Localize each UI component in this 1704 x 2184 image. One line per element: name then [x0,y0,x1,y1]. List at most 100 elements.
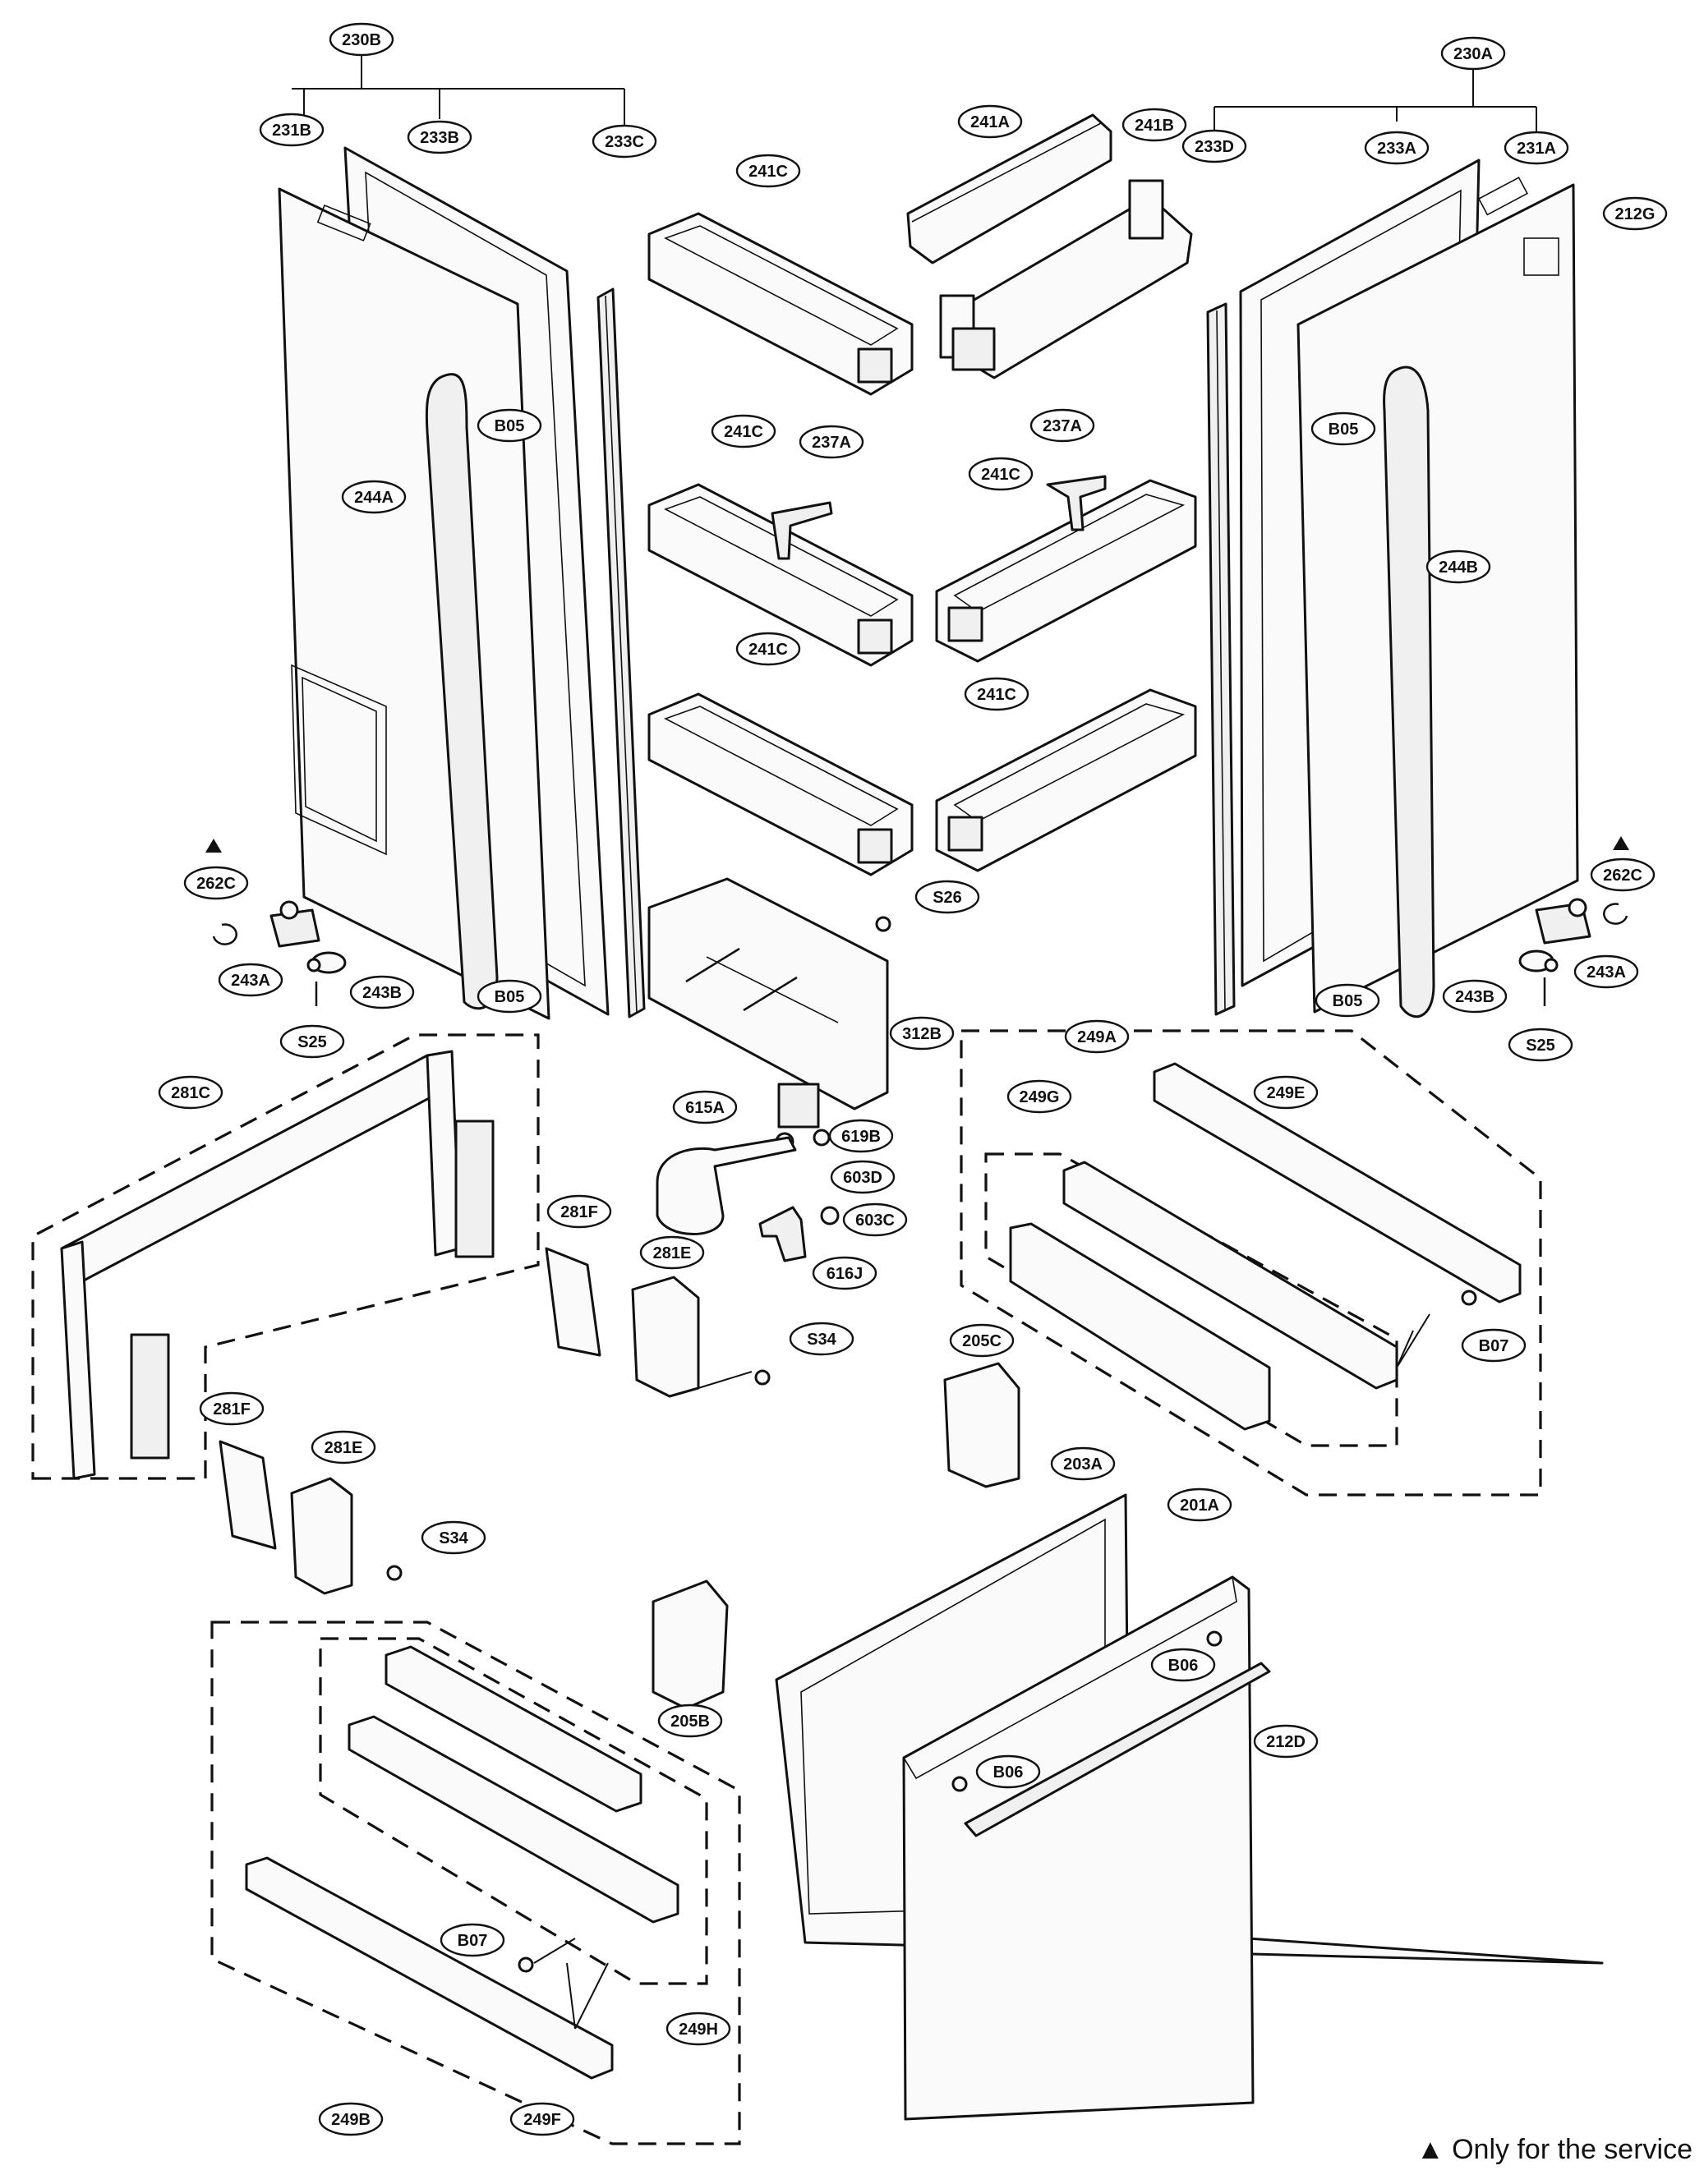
callout-label: 244B [1439,559,1478,577]
callout-label: 233C [605,133,644,151]
rail-assembly-249A [960,1029,1542,1497]
callout-label: 230B [342,31,381,49]
callout-label: 233B [420,129,459,147]
callout-label: 203A [1063,1455,1103,1474]
callout-281c: 281C [158,1075,223,1110]
callout-616j: 616J [812,1256,877,1290]
callout-label: 241C [724,423,763,441]
callout-label: B05 [495,988,525,1006]
callout-label: 312B [902,1025,942,1043]
left-door-231B [278,187,550,1020]
callout-b06_1: B06 [1150,1648,1216,1682]
callout-label: 230A [1453,45,1493,63]
rail-frame-281C [31,1033,540,1480]
callout-243b_r: 243B [1442,979,1508,1014]
callout-241c_2: 241C [711,414,776,448]
callout-205b: 205B [657,1704,723,1738]
callout-262c_r: 262C [1590,858,1656,892]
callout-212g: 212G [1602,196,1668,231]
callout-label: 237A [1043,417,1082,435]
callout-label: 603D [843,1169,882,1187]
callout-label: 241C [748,163,788,181]
callout-label: B06 [993,1763,1024,1782]
callout-231b: 231B [259,113,325,147]
callout-label: 205C [962,1332,1002,1350]
callout-label: 249A [1077,1028,1117,1046]
callout-label: S34 [439,1529,468,1547]
callout-label: B07 [1479,1337,1509,1355]
left-door-assembly [212,48,646,1020]
handle-212D [964,1662,1271,1837]
callout-244b: 244B [1425,549,1491,584]
callout-label: B05 [495,417,525,435]
callout-label: 233A [1377,140,1416,158]
callout-label: 237A [812,434,851,452]
callout-label: B07 [458,1932,488,1950]
callout-label: 201A [1180,1497,1219,1515]
callout-label: 616J [827,1265,864,1283]
callout-label: S25 [1526,1037,1555,1055]
callout-label: 241C [981,466,1020,484]
freezer-drawer [775,1493,1604,2121]
right-door-assembly [1206,48,1628,1018]
callout-label: 249E [1267,1084,1306,1102]
callout-label: 243B [1455,988,1494,1006]
callout-label: 241B [1135,117,1174,135]
callout-241b: 241B [1121,108,1187,142]
callout-281f_1: 281F [546,1194,612,1229]
callout-231a: 231A [1504,131,1569,165]
callout-s25_r: S25 [1508,1028,1573,1062]
callout-label: 281F [213,1400,251,1418]
callout-201a: 201A [1167,1487,1232,1522]
service-marker-left [205,839,222,853]
callout-241c_5: 241C [964,677,1029,711]
callout-label: 281F [560,1203,598,1221]
callout-603c: 603C [842,1202,908,1237]
callout-label: 212D [1266,1733,1306,1751]
callout-label: S34 [807,1331,836,1349]
callout-label: 243A [1587,963,1626,982]
door-bins [647,113,1197,876]
service-note: ▲ Only for the service [1416,2134,1692,2166]
cover-parts [219,1247,1020,1710]
callout-label: 603C [855,1212,895,1230]
callout-241a: 241A [957,104,1023,139]
callout-label: 243B [362,984,402,1002]
callout-212d: 212D [1253,1724,1319,1759]
callout-label: 619B [841,1128,881,1146]
callout-label: 231A [1517,140,1556,158]
callout-s34_2: S34 [421,1520,486,1555]
callout-label: 241A [970,113,1010,131]
service-note-text: Only for the service [1452,2134,1692,2165]
callout-243a_r: 243A [1573,954,1639,989]
callout-label: 205B [670,1713,710,1731]
center-parts [647,877,891,1262]
callout-label: 262C [1603,867,1642,885]
callout-label: 241C [977,686,1016,704]
callout-label: B05 [1333,992,1363,1010]
callout-233c: 233C [592,124,657,159]
left-hinge [269,900,347,1006]
callout-233a: 233A [1364,131,1430,165]
callout-241c_1: 241C [735,154,801,188]
callout-249f: 249F [509,2102,575,2136]
callout-label: 241C [748,641,788,659]
callout-label: S25 [297,1033,327,1051]
callout-s26: S26 [914,880,980,914]
callout-b05_2: B05 [1310,412,1376,446]
callout-label: 615A [685,1099,725,1117]
callout-241c_3: 241C [968,457,1034,491]
callout-237a_1: 237A [799,425,864,459]
callout-281e_1: 281E [639,1235,705,1270]
callout-label: 212G [1615,205,1656,223]
callout-281e_2: 281E [311,1430,376,1464]
callout-label: 243A [231,972,270,990]
callout-b05_1: B05 [477,408,542,443]
callout-label: 249B [331,2111,371,2129]
service-marker-right [1613,836,1629,850]
callout-label: S26 [933,889,962,907]
callout-619b: 619B [828,1119,894,1153]
right-door-231A [1296,183,1579,1014]
